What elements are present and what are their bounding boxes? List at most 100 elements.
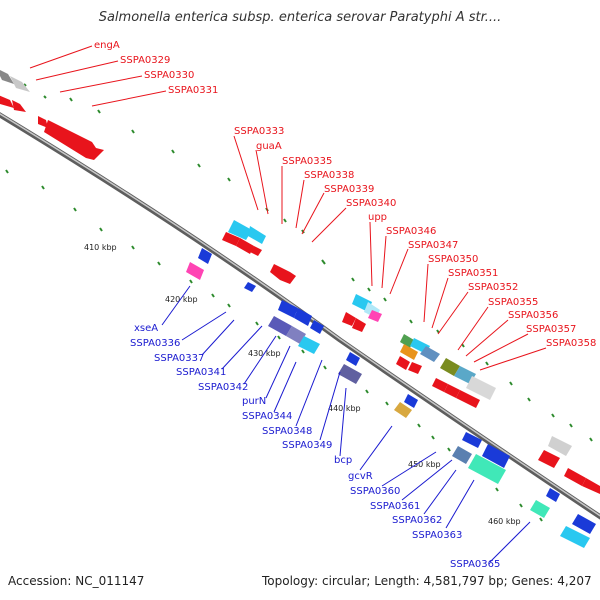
gene-label[interactable]: SSPA0365 [450,559,500,570]
gene-label[interactable]: SSPA0358 [546,338,596,349]
gene-arrow[interactable] [462,432,482,448]
gene-label[interactable]: SSPA0338 [304,170,354,181]
gene-arrow[interactable] [38,116,48,128]
gene-label[interactable]: SSPA0349 [282,440,332,451]
gene-arrow[interactable] [582,478,600,494]
kbp-label: 410 kbp [84,243,117,252]
gene-arrow[interactable] [0,68,14,84]
gene-arrow[interactable] [444,384,460,398]
forward-label-lines [29,45,547,371]
gene-arrow[interactable] [294,308,312,326]
gene-arrow[interactable] [468,454,506,484]
gene-arrow[interactable] [342,312,356,326]
gene-label[interactable]: SSPA0339 [324,184,374,195]
gene-label[interactable]: SSPA0346 [386,226,436,237]
gene-arrow[interactable] [12,100,26,112]
reverse-label-lines [161,285,531,563]
gene-label[interactable]: SSPA0352 [468,282,518,293]
gene-label[interactable]: SSPA0357 [526,324,576,335]
gene-arrow[interactable] [560,526,590,548]
forward-strand-genes [0,68,600,494]
gene-label[interactable]: SSPA0348 [262,426,312,437]
gene-arrow[interactable] [432,378,448,392]
gene-label[interactable]: SSPA0356 [508,310,558,321]
kbp-label: 460 kbp [488,517,521,526]
gene-arrow[interactable] [222,232,240,246]
gene-arrow[interactable] [538,450,560,468]
gene-label[interactable]: engA [94,40,120,51]
genome-backbone [0,112,600,520]
gene-arrow[interactable] [286,326,306,344]
gene-arrow[interactable] [298,336,320,354]
gene-label[interactable]: SSPA0335 [282,156,332,167]
gene-arrow[interactable] [546,488,560,502]
gene-arrow[interactable] [394,402,412,418]
gene-arrow[interactable] [352,318,366,332]
gene-arrow[interactable] [452,446,472,464]
kbp-label: 450 kbp [408,460,441,469]
map-title: Salmonella enterica subsp. enterica sero… [98,10,502,25]
gene-label[interactable]: SSPA0362 [392,515,442,526]
gene-arrow[interactable] [564,468,586,486]
gene-arrow[interactable] [530,500,550,518]
forward-gene-labels: engA SSPA0329 SSPA0330 SSPA0331 SSPA0333… [94,40,596,349]
gene-arrow[interactable] [338,364,362,384]
reverse-strand-genes [186,248,596,548]
gene-arrow[interactable] [278,300,298,318]
gene-label[interactable]: bcp [334,455,352,466]
gene-arrow[interactable] [228,220,252,240]
gene-arrow[interactable] [396,356,410,370]
gene-arrow[interactable] [440,358,460,376]
gene-label[interactable]: SSPA0347 [408,240,458,251]
gene-arrow[interactable] [250,246,262,256]
gene-arrow[interactable] [0,94,14,108]
gene-label[interactable]: guaA [256,141,282,152]
gene-label[interactable]: SSPA0355 [488,297,538,308]
gene-arrow[interactable] [482,444,510,468]
topology-text: Topology: circular; Length: 4,581,797 bp… [262,574,592,588]
gene-label[interactable]: SSPA0351 [448,268,498,279]
gene-label[interactable]: SSPA0336 [130,338,180,349]
gene-label[interactable]: SSPA0330 [144,70,194,81]
gene-label[interactable]: SSPA0341 [176,367,226,378]
gene-arrow[interactable] [10,76,30,92]
gene-label[interactable]: gcvR [348,471,373,482]
accession-text: Accession: NC_011147 [8,574,145,588]
gene-label[interactable]: SSPA0331 [168,85,218,96]
gene-arrow[interactable] [548,436,572,456]
gene-arrow[interactable] [268,316,292,336]
gene-arrow[interactable] [456,390,480,408]
gene-arrow[interactable] [310,320,324,334]
gene-arrow[interactable] [198,248,212,264]
gene-label[interactable]: SSPA0333 [234,126,284,137]
kbp-label: 420 kbp [165,295,198,304]
gene-label[interactable]: SSPA0337 [154,353,204,364]
gene-label[interactable]: SSPA0344 [242,411,292,422]
gene-arrow[interactable] [572,514,596,534]
gene-label[interactable]: SSPA0361 [370,501,420,512]
gene-arrow[interactable] [346,352,360,366]
gene-arrow[interactable] [248,226,266,244]
gene-label[interactable]: SSPA0342 [198,382,248,393]
gene-arrow[interactable] [44,120,104,160]
gene-arrow[interactable] [466,376,496,400]
gene-label[interactable]: SSPA0360 [350,486,400,497]
gene-arrow[interactable] [408,362,422,374]
gene-arrow[interactable] [368,310,382,322]
gene-arrow[interactable] [404,394,418,408]
gene-arrow[interactable] [244,282,256,292]
gene-arrow[interactable] [236,238,254,254]
gene-label[interactable]: SSPA0350 [428,254,478,265]
gene-label[interactable]: SSPA0363 [412,530,462,541]
gene-arrow[interactable] [270,264,296,284]
gene-label[interactable]: purN [242,396,266,407]
gene-arrow[interactable] [400,334,414,348]
gene-label[interactable]: SSPA0340 [346,198,396,209]
gene-label[interactable]: xseA [134,323,158,334]
gene-arrow[interactable] [420,346,440,362]
gene-arrow[interactable] [186,262,204,280]
gene-label[interactable]: SSPA0329 [120,55,170,66]
gene-label[interactable]: upp [368,212,387,223]
gene-arrow[interactable] [400,344,418,360]
